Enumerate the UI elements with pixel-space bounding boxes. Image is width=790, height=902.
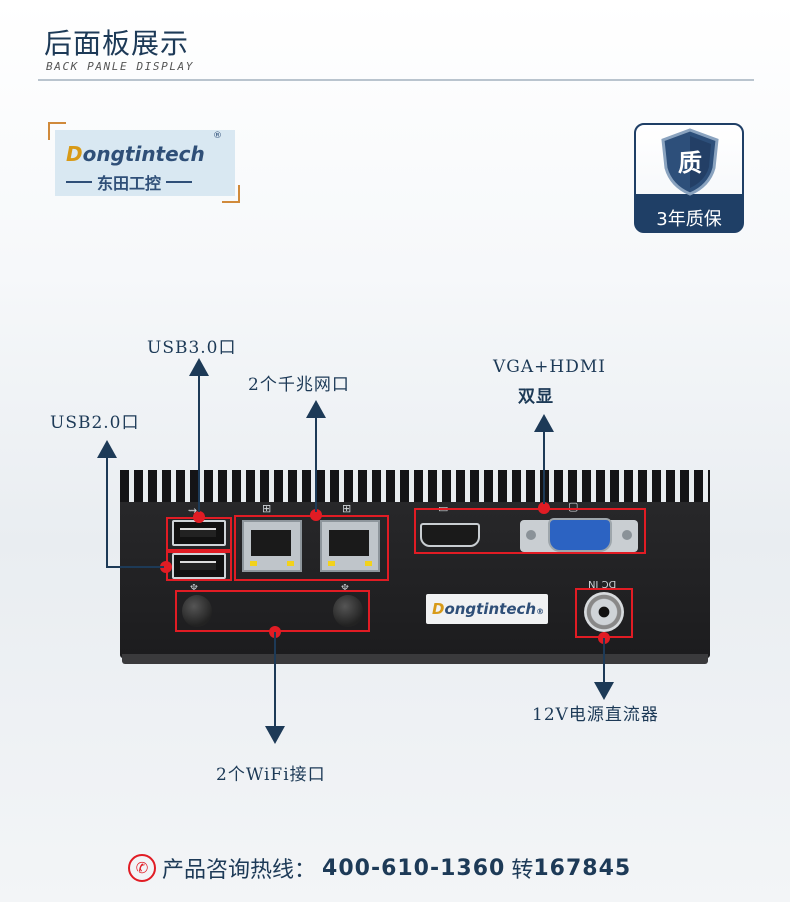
display-highlight: [414, 508, 646, 554]
wifi-label: 2个WiFi接口: [216, 765, 326, 785]
lan-icon-1: ⊞: [262, 502, 272, 515]
wifi-antenna-port-2: [333, 595, 363, 627]
shield-icon: [661, 128, 719, 196]
footer-ext-number: 167845: [533, 855, 632, 881]
lan-dot: [310, 509, 322, 521]
usb2-port: [172, 553, 226, 579]
power-arrow-head: [594, 682, 614, 700]
wifi-arrow-head: [265, 726, 285, 744]
quality-badge-text: 3年质保: [656, 209, 722, 230]
wifi-arrow-line: [274, 632, 276, 728]
vga-port: [548, 518, 612, 552]
usb3-arrow-head: [189, 358, 209, 376]
device-logo-text: Dongtintech®: [432, 600, 545, 618]
antenna-icon-1: ♆: [189, 582, 199, 595]
dc-in-jack: [584, 592, 624, 632]
antenna-icon-2: ♆: [340, 582, 350, 595]
footer-ext-label: 转: [511, 858, 534, 883]
usb3-dot: [193, 511, 205, 523]
vga-screw-left: [526, 530, 536, 540]
brand-corner-bottom-right: [222, 185, 240, 203]
device-base: [122, 654, 708, 664]
lan-icon-2: ⊞: [342, 502, 352, 515]
usb3-label: USB3.0口: [147, 338, 237, 358]
usb2-arrow-vline: [106, 455, 108, 567]
vga-screw-right: [622, 530, 632, 540]
device-logo-plate: [426, 594, 548, 624]
lan-port-2: [320, 520, 380, 572]
usb-icon: ⇝: [188, 504, 198, 517]
page-title: 后面板展示: [44, 27, 190, 60]
usb3-arrow-line: [198, 372, 200, 512]
page-subtitle: BACK PANLE DISPLAY: [46, 60, 195, 73]
footer-prefix: 产品咨询热线：: [162, 858, 317, 883]
brand-logo-panel: [55, 130, 235, 196]
brand-chinese-name-row: 东田工控: [66, 170, 193, 194]
hdmi-port: [420, 523, 480, 547]
power-label: 12V电源直流器: [532, 705, 659, 725]
usb2-dot: [160, 561, 172, 573]
footer-phone-number[interactable]: 400-610-1360: [322, 855, 506, 881]
lan-highlight: [234, 515, 389, 581]
brand-dash-left: [66, 181, 92, 183]
brand-corner-top-left: [48, 122, 66, 140]
lan-label: 2个千兆网口: [248, 375, 350, 395]
vga-icon: ▢: [568, 500, 579, 513]
display-label-line1: VGA+HDMI: [493, 357, 606, 377]
display-dot: [538, 502, 550, 514]
brand-chinese-name: 东田工控: [97, 174, 162, 193]
lan-port-1: [242, 520, 302, 572]
brand-dash-right: [166, 181, 193, 183]
phone-icon: ✆: [128, 854, 156, 882]
usb2-highlight: [166, 551, 232, 581]
usb2-label: USB2.0口: [50, 413, 140, 433]
brand-registered-mark: ®: [213, 131, 222, 141]
power-arrow-line: [603, 638, 605, 686]
device-heat-fins: [120, 470, 710, 502]
lan-arrow-line: [315, 414, 317, 512]
lan-arrow-head: [306, 400, 326, 418]
brand-logo-name: Dongtintech: [66, 142, 205, 166]
display-arrow-line: [543, 428, 545, 504]
wifi-antenna-port-1: [182, 595, 212, 627]
quality-icon-char: 质: [678, 149, 702, 177]
usb2-arrow-head: [97, 440, 117, 458]
display-label-line2: 双显: [518, 387, 554, 407]
usb2-arrow-hline: [106, 566, 164, 568]
display-arrow-head: [534, 414, 554, 432]
header-divider: [38, 79, 754, 81]
power-highlight: [575, 588, 633, 638]
